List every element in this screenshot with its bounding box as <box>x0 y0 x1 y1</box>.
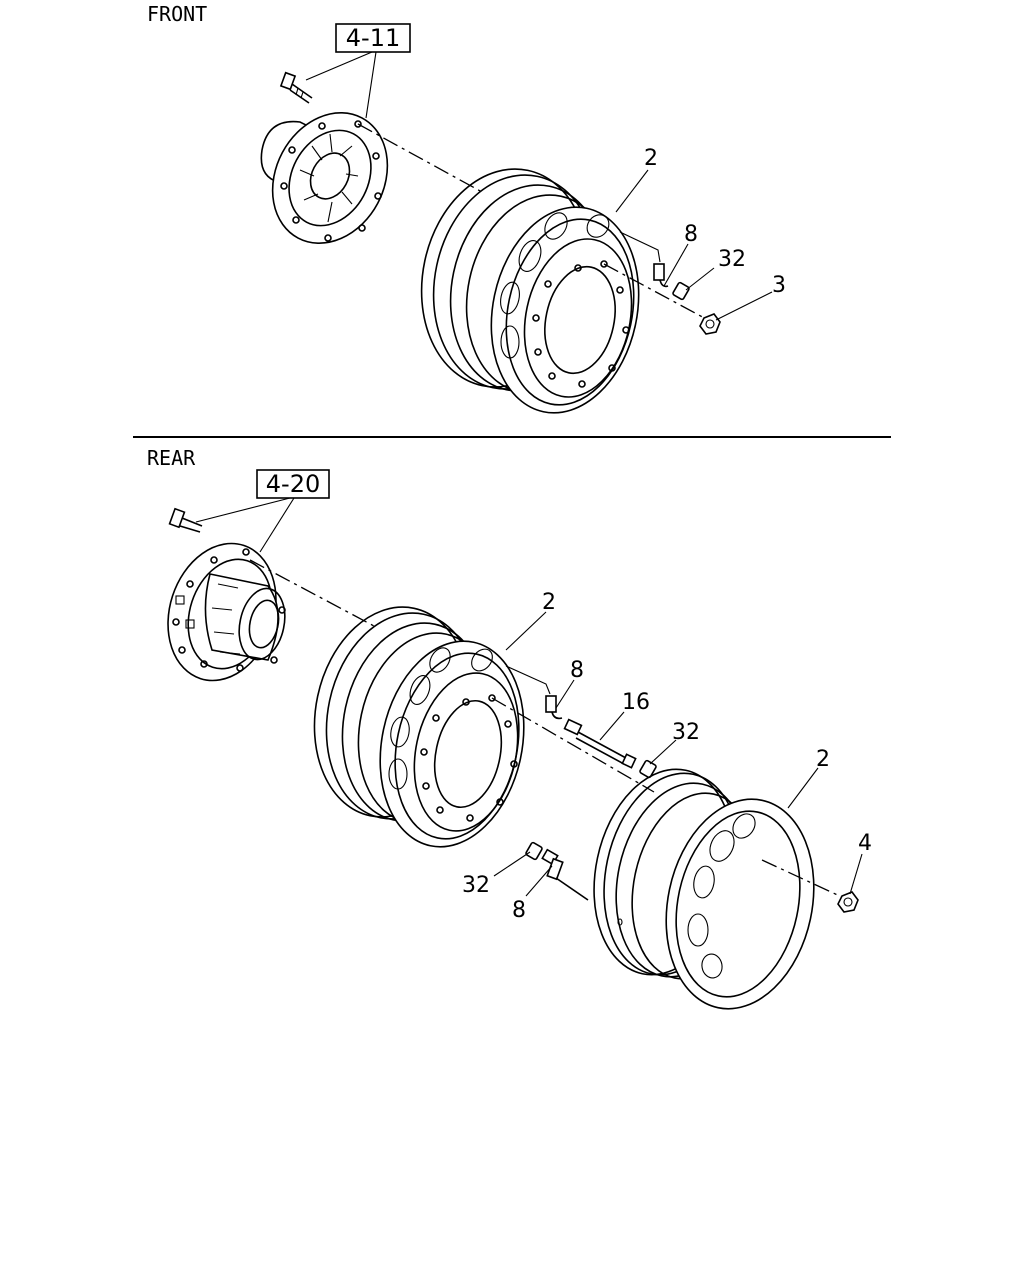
front-hub-bolt <box>279 71 313 104</box>
rear-extension-leader <box>599 711 625 741</box>
front-reference-box[interactable]: 4-11 <box>335 23 411 53</box>
rear-inner-rim-callout: 2 <box>542 590 556 615</box>
front-wheel-nut <box>699 313 721 335</box>
rear-inner-cap-callout: 32 <box>672 720 700 745</box>
rear-stud-alignment-line <box>249 559 375 627</box>
rear-outer-cap-callout: 32 <box>462 873 490 898</box>
front-ref-leader-bolt <box>305 51 373 81</box>
rear-wheel-nut <box>837 891 859 913</box>
rear-hub-bolt <box>168 507 203 533</box>
front-rim-callout: 2 <box>644 146 658 171</box>
rear-inner-alignment-line <box>491 697 655 793</box>
front-cap-callout: 32 <box>718 247 746 272</box>
rear-outer-valve-cap <box>525 841 543 861</box>
rear-reference-box[interactable]: 4-20 <box>256 469 330 499</box>
front-reference-label: 4-11 <box>346 24 400 52</box>
rear-inner-rim-leader <box>505 611 547 651</box>
rear-inner-cap-leader <box>649 739 677 765</box>
front-valve <box>653 263 669 288</box>
rear-inner-valve-link <box>505 665 551 695</box>
rear-outer-valve-callout: 8 <box>512 898 526 923</box>
front-hub <box>260 112 389 244</box>
front-rim-leader <box>615 169 649 213</box>
rear-section-title: REAR <box>147 446 196 470</box>
rear-outer-wheel-rim <box>593 768 815 1010</box>
front-nut-alignment-line <box>603 263 709 321</box>
rear-outer-rim-callout: 2 <box>816 747 830 772</box>
front-valve-cap <box>672 281 690 301</box>
rear-outer-rim-leader <box>787 767 819 809</box>
rear-ref-leader-bolt <box>195 497 291 523</box>
front-nut-callout: 3 <box>772 273 786 298</box>
rear-nut-callout: 4 <box>858 831 872 856</box>
front-valve-callout: 8 <box>684 222 698 247</box>
rear-outer-valve-leader <box>525 865 553 897</box>
rear-ref-leader-hub <box>259 497 295 553</box>
rear-inner-valve-callout: 8 <box>570 658 584 683</box>
front-valve-leader <box>663 243 689 287</box>
rear-outer-valve <box>541 848 589 901</box>
rear-inner-wheel-rim <box>313 606 525 848</box>
front-section-title: FRONT <box>147 2 207 26</box>
rear-valve-extension <box>563 718 637 769</box>
rear-outer-cap-leader <box>493 851 531 877</box>
front-cap-leader <box>685 267 715 291</box>
rear-inner-valve <box>545 695 563 720</box>
front-stud-alignment-line <box>357 123 483 193</box>
rear-inner-valve-leader <box>555 679 575 709</box>
rear-extension-callout: 16 <box>622 690 650 715</box>
rear-nut-leader <box>849 853 863 895</box>
front-ref-leader-hub <box>365 51 377 119</box>
rear-inner-valve-cap <box>639 759 657 779</box>
rear-hub <box>167 542 286 682</box>
rear-reference-label: 4-20 <box>266 470 320 498</box>
rear-outer-alignment-line <box>761 859 845 899</box>
front-wheel-rim <box>420 168 640 414</box>
front-nut-leader <box>715 291 773 321</box>
front-valve-link <box>619 231 661 263</box>
